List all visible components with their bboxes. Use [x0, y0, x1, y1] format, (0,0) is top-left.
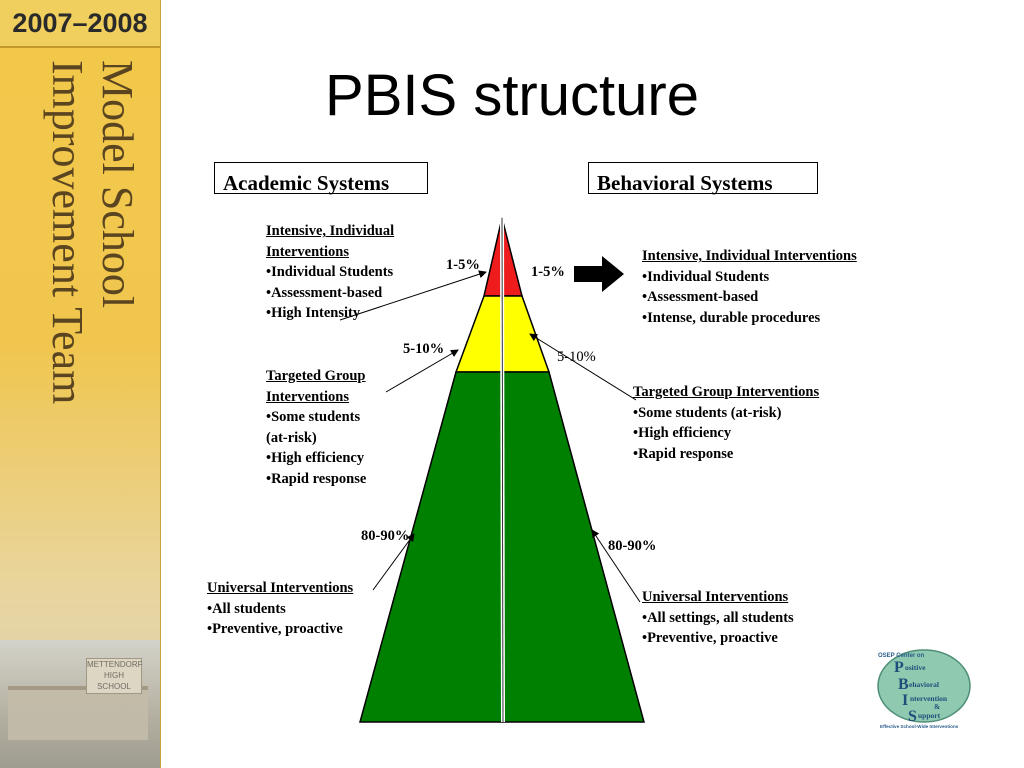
- academic-targeted-heading-1: Targeted Group: [266, 368, 366, 384]
- academic-universal-heading: Universal Interventions: [207, 580, 354, 596]
- arrow-left-intensive: [339, 270, 487, 321]
- pct-left-targeted: 5-10%: [403, 341, 445, 357]
- pct-right-universal: 80-90%: [608, 538, 657, 554]
- arrow-left-universal: [372, 533, 415, 591]
- academic-targeted-heading-2: Interventions: [266, 388, 349, 405]
- arrow-right-universal: [591, 529, 641, 603]
- behavioral-targeted-heading: Targeted Group Interventions: [633, 384, 820, 400]
- academic-targeted-item: •Rapid response: [266, 470, 367, 487]
- logo-top-text: OSEP Center on: [878, 653, 925, 659]
- school-photo: METTENDORF HIGH SCHOOL: [0, 640, 160, 768]
- block-arrow-icon: [574, 256, 624, 292]
- academic-targeted-item: •High efficiency: [266, 450, 365, 466]
- behavioral-intensive-heading: Intensive, Individual Interventions: [642, 248, 857, 264]
- pct-right-intensive: 1-5%: [531, 264, 565, 280]
- pct-left-intensive: 1-5%: [446, 257, 480, 273]
- academic-universal-item: •Preventive, proactive: [207, 621, 343, 637]
- pct-right-targeted: 5-10%: [557, 349, 596, 365]
- behavioral-targeted-item: •High efficiency: [633, 425, 732, 441]
- academic-intensive-item: •Individual Students: [266, 264, 394, 280]
- logo-bottom-text: Effective School-Wide Interventions: [880, 724, 959, 729]
- behavioral-intensive-item: •Intense, durable procedures: [642, 309, 821, 326]
- logo-word-intervention: ntervention: [910, 694, 948, 703]
- arrow-right-targeted: [529, 333, 637, 401]
- behavioral-systems-label: Behavioral Systems: [588, 162, 818, 195]
- academic-universal-block: Universal Interventions •All students •P…: [207, 578, 353, 640]
- behavioral-universal-item: •All settings, all students: [642, 609, 794, 626]
- academic-universal-item: •All students: [207, 600, 286, 617]
- academic-intensive-item: •High Intensity: [266, 305, 361, 321]
- academic-targeted-block: Targeted Group Interventions •Some stude…: [266, 366, 366, 489]
- pct-left-universal: 80-90%: [361, 528, 410, 544]
- pyramid-divider-outline: [501, 217, 504, 723]
- academic-intensive-item: •Assessment-based: [266, 284, 383, 301]
- behavioral-intensive-block: Intensive, Individual Interventions •Ind…: [642, 246, 857, 328]
- behavioral-universal-block: Universal Interventions •All settings, a…: [642, 587, 794, 649]
- school-building: [8, 686, 148, 740]
- logo-word-behavioral: ehavioral: [909, 680, 939, 689]
- logo-word-support: upport: [918, 711, 941, 720]
- behavioral-targeted-block: Targeted Group Interventions •Some stude…: [633, 382, 819, 464]
- behavioral-universal-heading: Universal Interventions: [642, 589, 789, 605]
- side-banner: 2007–2008 Model School Improvement Team …: [0, 0, 161, 768]
- logo-letter-i: I: [902, 692, 908, 709]
- behavioral-intensive-item: •Individual Students: [642, 268, 770, 285]
- behavioral-intensive-item: •Assessment-based: [642, 289, 759, 305]
- arrow-left-targeted: [385, 349, 459, 393]
- academic-targeted-item: (at-risk): [266, 429, 317, 446]
- academic-intensive-block: Intensive, Individual Interventions •Ind…: [266, 221, 394, 324]
- academic-targeted-item: •Some students: [266, 409, 361, 425]
- academic-intensive-heading-2: Interventions: [266, 243, 349, 260]
- behavioral-targeted-item: •Rapid response: [633, 445, 734, 462]
- behavioral-targeted-item: •Some students (at-risk): [633, 404, 782, 421]
- pbis-logo: OSEP Center on P ositive B ehavioral I n…: [877, 649, 971, 729]
- banner-year: 2007–2008: [0, 0, 160, 48]
- academic-systems-label: Academic Systems: [214, 162, 428, 195]
- logo-word-positive: ositive: [905, 663, 926, 672]
- behavioral-universal-item: •Preventive, proactive: [642, 630, 778, 646]
- logo-letter-s: S: [908, 708, 917, 725]
- logo-amp: &: [934, 702, 940, 711]
- school-sign: METTENDORF HIGH SCHOOL: [86, 658, 143, 694]
- logo-letter-p: P: [894, 659, 904, 676]
- academic-intensive-heading-1: Intensive, Individual: [266, 223, 395, 239]
- logo-letter-b: B: [898, 676, 909, 693]
- slide-title: PBIS structure: [325, 63, 699, 128]
